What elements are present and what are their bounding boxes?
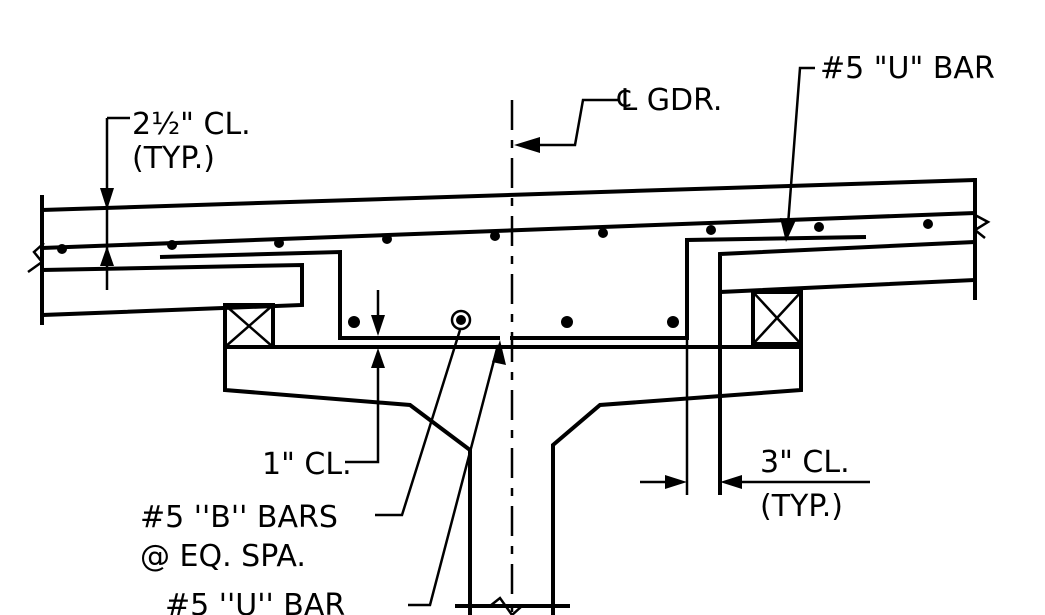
centerline-leader-arrow xyxy=(514,137,540,153)
u-bar-top-leader xyxy=(785,66,815,239)
top-bar-dot xyxy=(490,231,500,241)
b-bars-leader xyxy=(375,329,462,517)
top-bar-dot xyxy=(923,219,933,229)
u-bar-bottom-arrow xyxy=(492,340,506,365)
u-bar-left-leg xyxy=(159,249,500,340)
three-inch-cl-arrow-left xyxy=(720,475,742,489)
b-bar-dot xyxy=(561,316,573,328)
top-bar-dot xyxy=(706,225,716,235)
u-bar-bottom-label: #5 ''U'' BAR xyxy=(165,588,345,615)
top-bar-dot xyxy=(814,222,824,232)
three-inch-cl-arrow-right xyxy=(665,475,687,489)
centerline-leader xyxy=(540,98,620,147)
left-bearing-x2 xyxy=(224,304,274,348)
top-bar-dot xyxy=(598,228,608,238)
top-bar-dot xyxy=(57,244,67,254)
centerline-label: ℄ GDR. xyxy=(617,83,722,118)
three-inch-typ-label: (TYP.) xyxy=(760,489,843,524)
b-bar-dot xyxy=(667,316,679,328)
deck-top-line xyxy=(41,178,976,212)
cover-top-label: 2½" CL. xyxy=(132,107,251,142)
b-bars-label: #5 ''B'' BARS xyxy=(140,500,338,535)
one-inch-cl-label: 1" CL. xyxy=(262,447,352,482)
right-bearing-strip xyxy=(751,290,803,346)
web-break-line xyxy=(489,596,523,615)
one-inch-cl-leader xyxy=(345,355,380,464)
b-bar-dot xyxy=(456,315,466,325)
u-bar-right-leg xyxy=(510,235,867,340)
top-bar-dot xyxy=(167,240,177,250)
right-bearing-x2 xyxy=(752,291,802,345)
left-deck-panel xyxy=(40,262,304,318)
cover-top-arrow-up xyxy=(100,246,114,266)
top-bar-dot xyxy=(274,238,284,248)
top-bar-dot xyxy=(382,234,392,244)
cover-top-typ-label: (TYP.) xyxy=(132,141,215,176)
b-bar-dot xyxy=(348,316,360,328)
right-break-line xyxy=(972,213,991,239)
u-bar-bottom-leader xyxy=(408,344,500,607)
right-deck-panel xyxy=(718,239,977,295)
girder-outline-left xyxy=(223,347,472,615)
one-inch-cl-arrow-down xyxy=(371,315,385,336)
left-break-line xyxy=(27,242,45,274)
b-bar-dot-highlighted xyxy=(450,309,472,331)
one-inch-cl-arrow-up xyxy=(371,348,385,368)
u-bar-top-arrow xyxy=(780,218,796,242)
b-bars-spacing-label: @ EQ. SPA. xyxy=(140,539,306,574)
deck-upper-line xyxy=(41,211,976,250)
u-bar-top-label: #5 "U" BAR xyxy=(820,51,995,86)
girder-outline-right xyxy=(551,344,803,615)
cover-top-arrow-down xyxy=(100,188,114,210)
three-inch-cl-label: 3" CL. xyxy=(760,445,850,480)
